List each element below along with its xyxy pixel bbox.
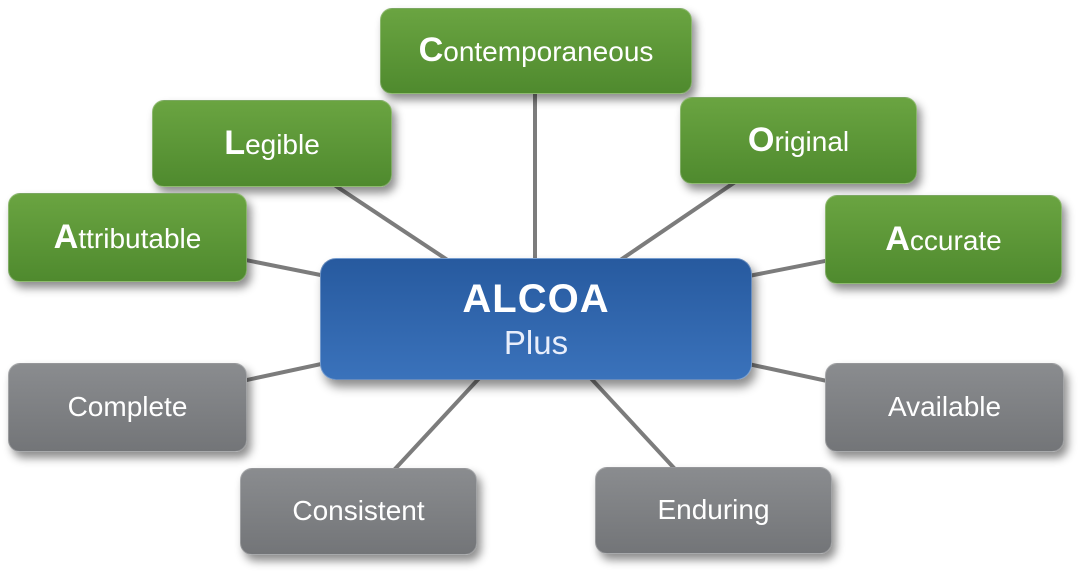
node-label: Original [747,120,850,159]
node-consistent: Consistent [240,468,477,555]
node-label: Complete [67,391,188,423]
node-contemporaneous: Contemporaneous [380,8,692,94]
node-attributable: Attributable [8,193,247,282]
node-label: Legible [224,123,320,162]
center-node-alcoa-plus: ALCOA Plus [320,258,752,380]
node-label: Consistent [292,495,425,527]
node-label: Attributable [53,217,202,256]
node-accurate: Accurate [825,195,1062,284]
node-label: Contemporaneous [418,31,654,70]
center-title: ALCOA [462,276,610,321]
node-label: Accurate [885,219,1002,258]
node-legible: Legible [152,100,392,187]
node-label: Available [887,391,1002,423]
node-complete: Complete [8,363,247,452]
node-label: Enduring [657,494,770,526]
node-enduring: Enduring [595,467,832,554]
center-subtitle: Plus [503,323,569,361]
node-available: Available [825,363,1064,452]
node-original: Original [680,97,917,184]
